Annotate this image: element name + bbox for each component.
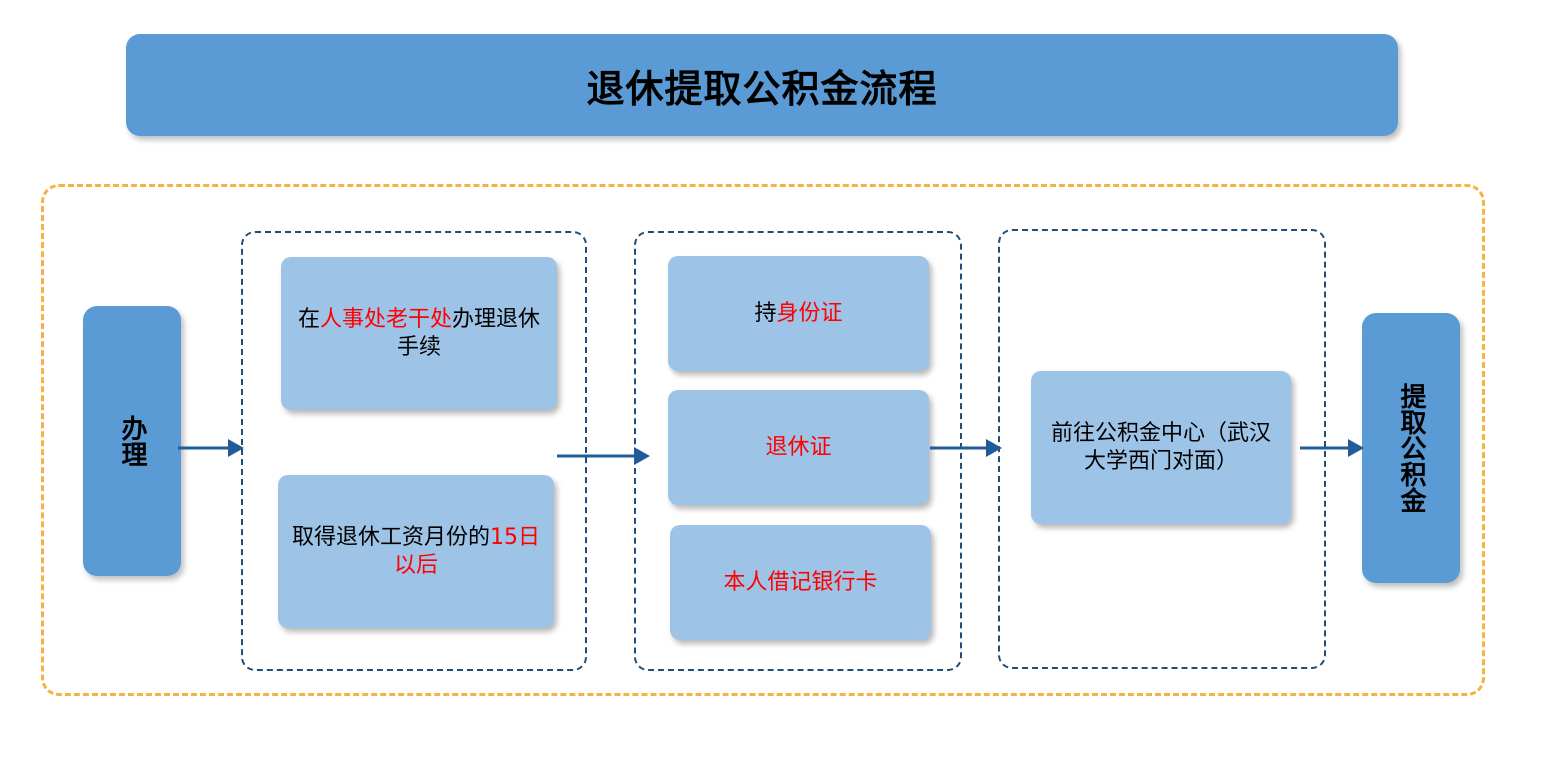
step-fund-center-label: 前往公积金中心（武汉大学西门对面） bbox=[1050, 420, 1271, 474]
arrowhead-group1-to-group2 bbox=[634, 447, 650, 465]
step-id-card-pre: 持 bbox=[754, 300, 777, 326]
step-group-1 bbox=[241, 231, 587, 671]
end-node: 提取公积金 bbox=[1362, 313, 1460, 583]
arrowhead-start-to-group1 bbox=[228, 439, 244, 457]
start-node-label: 办理 bbox=[117, 415, 147, 467]
arrowhead-group3-to-end bbox=[1348, 439, 1364, 457]
step-retire-cert: 退休证 bbox=[668, 390, 929, 505]
page-title: 退休提取公积金流程 bbox=[586, 66, 938, 111]
step-retire-procedure-highlight: 人事处老干处 bbox=[319, 306, 452, 332]
step-fund-center: 前往公积金中心（武汉大学西门对面） bbox=[1031, 371, 1291, 524]
step-retire-procedure-pre: 在 bbox=[297, 306, 320, 332]
step-bank-card-label: 本人借记银行卡 bbox=[723, 569, 878, 595]
process-outer-frame bbox=[41, 184, 1485, 696]
title-banner: 退休提取公积金流程 bbox=[126, 34, 1398, 136]
step-id-card-highlight: 身份证 bbox=[776, 300, 843, 326]
step-retire-procedure-post: 办理退休手续 bbox=[396, 306, 541, 360]
step-salary-month: 取得退休工资月份的15日以后 bbox=[278, 475, 554, 628]
arrowhead-group2-to-group3 bbox=[986, 439, 1002, 457]
step-salary-month-pre: 取得退休工资月份的 bbox=[292, 524, 491, 550]
step-retire-cert-label: 退休证 bbox=[765, 434, 832, 460]
end-node-label: 提取公积金 bbox=[1396, 383, 1426, 513]
start-node: 办理 bbox=[83, 306, 181, 576]
step-retire-procedure: 在人事处老干处办理退休手续 bbox=[281, 257, 557, 410]
step-salary-month-highlight: 15日以后 bbox=[393, 524, 541, 578]
step-id-card: 持身份证 bbox=[668, 256, 929, 371]
step-bank-card: 本人借记银行卡 bbox=[670, 525, 931, 640]
